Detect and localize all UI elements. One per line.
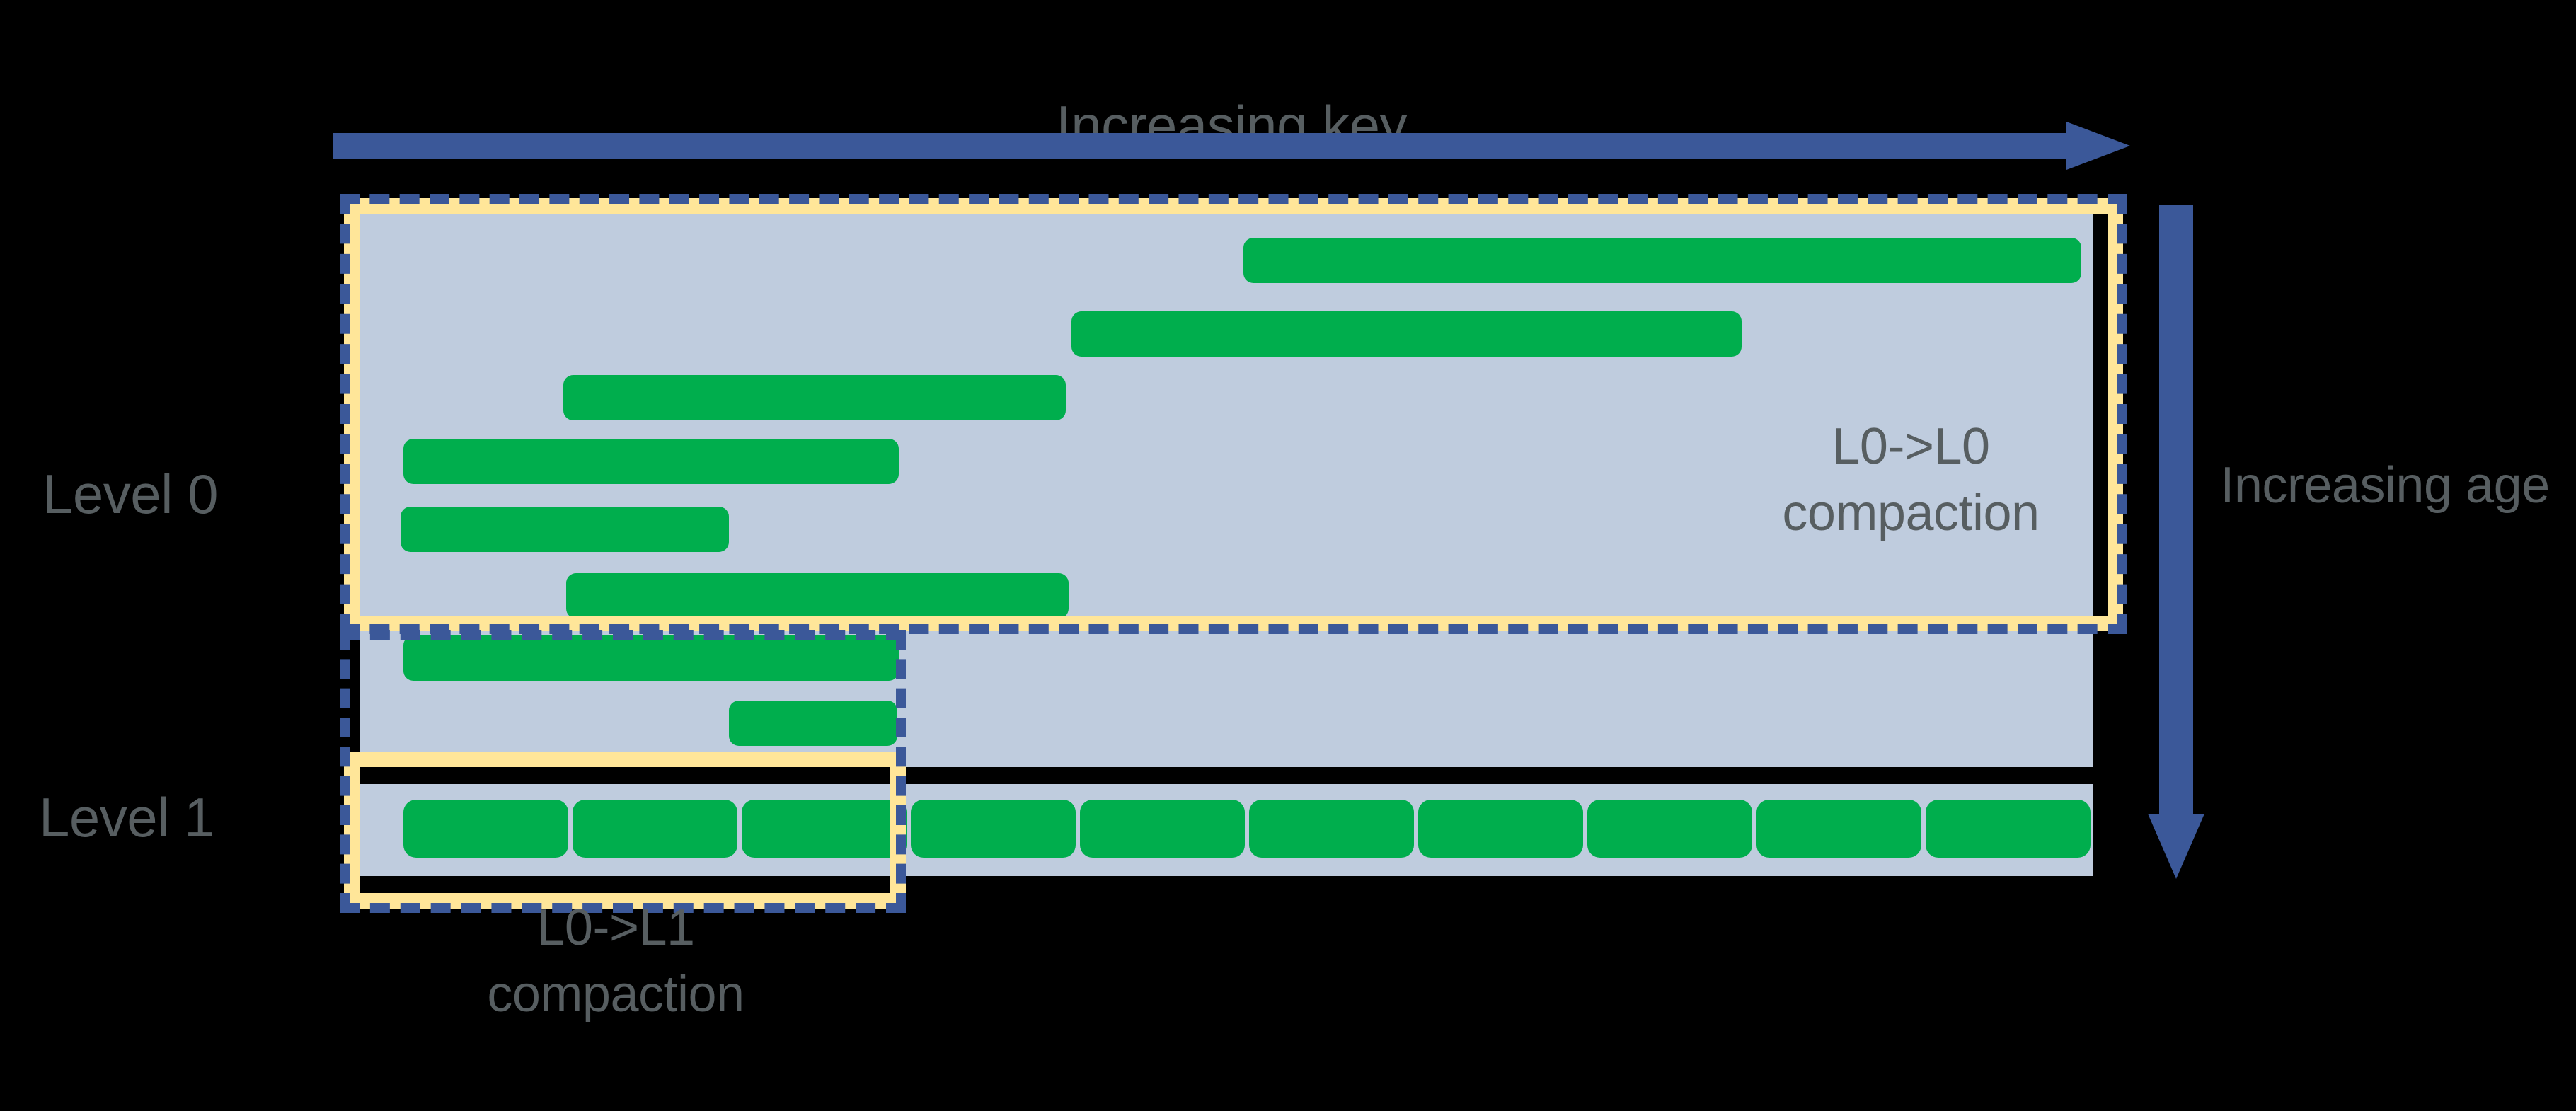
level-0-sstable xyxy=(729,701,897,746)
level-1-sstable xyxy=(403,800,568,858)
level-1-sstable xyxy=(1756,800,1921,858)
level-0-sstable xyxy=(403,439,899,484)
arrow-head xyxy=(2148,814,2204,879)
row-label-level-1: Level 1 xyxy=(39,786,215,848)
level-0-sstable xyxy=(401,507,729,552)
arrow-shaft xyxy=(2159,205,2193,815)
level-1-sstable xyxy=(1249,800,1414,858)
level-0-sstable xyxy=(403,635,899,681)
arrow-shaft xyxy=(333,133,2066,159)
level-0-sstable xyxy=(1243,238,2081,283)
annotation-l0-to-l0-compaction: L0->L0 compaction xyxy=(1782,418,2040,541)
level-1-sstable xyxy=(1080,800,1245,858)
level-1-sstable xyxy=(1587,800,1752,858)
increasing-age-arrow-icon xyxy=(2148,205,2204,879)
level-1-sstable xyxy=(911,800,1076,858)
row-label-level-0: Level 0 xyxy=(42,463,219,525)
level-0-sstable xyxy=(1071,311,1742,357)
arrow-head xyxy=(2066,122,2130,170)
axis-label-increasing-age: Increasing age xyxy=(2220,457,2550,514)
increasing-key-arrow-icon xyxy=(333,122,2130,170)
level-0-sstable xyxy=(566,573,1069,618)
level-0-sstable xyxy=(563,375,1066,420)
level-1-sstable xyxy=(573,800,737,858)
level-1-sstable xyxy=(1418,800,1583,858)
level-1-sstable xyxy=(1926,800,2091,858)
annotation-l0-to-l1-compaction: L0->L1 compaction xyxy=(487,899,744,1023)
level-1-sstable xyxy=(742,800,907,858)
level-separator-line xyxy=(913,767,2095,784)
